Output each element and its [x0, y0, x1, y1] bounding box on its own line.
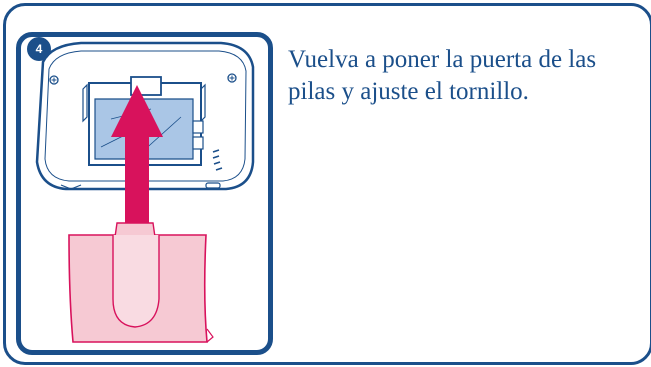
- battery-door-icon: [68, 222, 214, 343]
- step-instruction-text: Vuelva a poner la puerta de las pilas y …: [288, 46, 597, 105]
- step-number-badge: 4: [27, 37, 51, 61]
- battery-door-illustration: [35, 41, 255, 343]
- up-arrow-icon: [111, 85, 163, 232]
